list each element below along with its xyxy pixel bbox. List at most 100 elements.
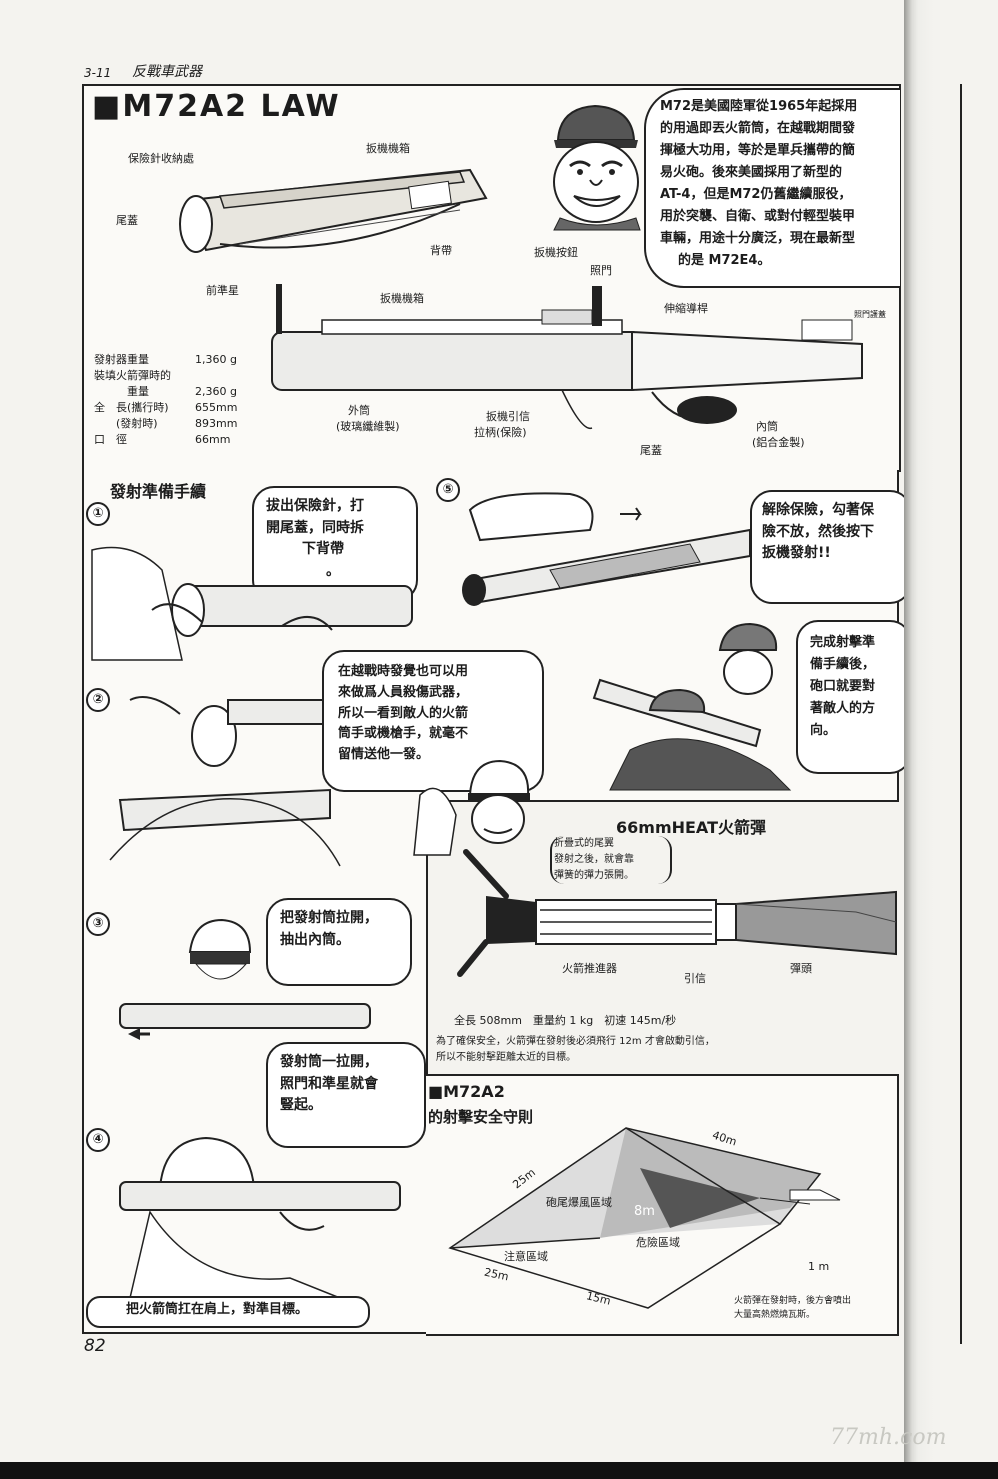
bubble-line: 向。 <box>810 723 837 739</box>
bubble-step4-text: 把火箭筒扛在肩上，對準目標。 <box>126 1302 309 1317</box>
intro-line: 易火砲。後來美國採用了新型的 <box>660 165 843 180</box>
bubble-line: 留情送他一發。 <box>338 747 430 763</box>
step2-illustration <box>109 696 341 867</box>
label-inner-tube-note: (鋁合金製) <box>752 436 805 449</box>
note-line: 發射之後，就會靠 <box>554 854 634 865</box>
label-telescoping-rod: 伸縮導桿 <box>664 302 708 315</box>
label-front-sight: 前準星 <box>206 284 239 297</box>
step-number: ① <box>86 502 110 526</box>
heat-rocket-illustration <box>457 849 897 977</box>
label-danger: 危險區域 <box>636 1236 680 1249</box>
bubble-line: 在越戰時發覺也可以用 <box>338 664 469 679</box>
label-trigger-pull-note: 拉柄(保險) <box>474 426 527 439</box>
label-outer-tube: 外筒 <box>348 404 370 417</box>
step1-illustration <box>91 546 413 661</box>
bubble-line: 豎起。 <box>280 1097 322 1114</box>
backblast-note: 火箭彈在發射時，後方會噴出 大量高熱燃燒瓦斯。 <box>734 1294 851 1322</box>
safety-zone-diagram <box>448 1127 841 1309</box>
bubble-line: 所以一看到敵人的火箭 <box>338 705 469 721</box>
adjacent-page-border <box>960 84 998 1344</box>
bubble-step3b: 發射筒一拉開， 照門和準星就會 豎起。 <box>266 1042 426 1148</box>
safety-title: ■M72A2 <box>428 1082 505 1101</box>
spec-label: 全 長(攜行時) <box>94 400 169 414</box>
bubble-line: 下背帶 <box>302 541 344 558</box>
label-trigger-pull: 扳機引信 <box>486 410 530 423</box>
spec-label: 發射器重量 <box>94 353 149 366</box>
spec-value: 893mm <box>195 416 238 430</box>
spec-label: 口 徑 <box>94 432 127 446</box>
bubble-line: 照門和準星就會 <box>280 1075 378 1092</box>
note-line: 所以不能射擊距離太近的目標。 <box>436 1052 576 1063</box>
intro-line: 用於突襲、自衛、或對付輕型裝甲 <box>660 209 856 224</box>
label-trigger-housing-top: 扳機機箱 <box>366 142 410 155</box>
label-inner-tube: 內筒 <box>756 420 778 433</box>
step-number: ② <box>86 688 110 712</box>
bubble-line: 完成射擊準 <box>810 635 876 650</box>
spec-value: 66mm <box>195 432 231 446</box>
section-number: 3-11 <box>84 66 112 80</box>
bubble-line: 險不放，然後按下 <box>762 523 874 540</box>
bubble-line: 扳機發射!! <box>762 545 831 562</box>
label-sling: 背帶 <box>430 244 452 257</box>
spec-row: (發射時)893mm <box>94 416 241 432</box>
bubble-line: 筒手或機槍手，就毫不 <box>338 726 469 742</box>
label-pin-storage: 保險針收納處 <box>128 152 194 165</box>
spec-value: 1,360 g <box>195 353 237 366</box>
label-motor: 火箭推進器 <box>562 962 617 975</box>
bubble-line: 開尾蓋，同時拆 <box>266 519 364 536</box>
label-fuze: 引信 <box>684 972 706 985</box>
bubble-line: 來做爲人員殺傷武器， <box>338 684 469 700</box>
launcher-firing-illustration <box>271 284 863 430</box>
step-number: ③ <box>86 912 110 936</box>
label-8m: 8m <box>634 1204 655 1219</box>
bubble-line: 拔出保險針，打 <box>266 498 364 514</box>
heat-stats: 全長 508mm 重量約 1 kg 初速 145m/秒 <box>454 1014 677 1027</box>
bubble-complete: 完成射擊準 備手續後， 砲口就要對 著敵人的方 向。 <box>796 620 912 774</box>
intro-line: 的是 M72E4。 <box>678 253 771 268</box>
bubble-line: 備手續後， <box>810 657 876 673</box>
heat-safety-note: 為了確保安全，火箭彈在發射後必須飛行 12m 才會啟動引信， 所以不能射擊距離太… <box>436 1034 715 1066</box>
fin-note: 折疊式的尾翼 發射之後，就會靠 彈簧的彈力張開。 <box>554 836 634 884</box>
prep-title: 發射準備手續 <box>110 482 207 501</box>
launcher-carry-illustration <box>179 168 488 253</box>
label-end-cap: 尾蓋 <box>116 214 138 227</box>
note-line: 為了確保安全，火箭彈在發射後必須飛行 12m 才會啟動引信， <box>436 1036 715 1047</box>
intro-line: 車輛，用途十分廣泛，現在最新型 <box>660 231 856 246</box>
spec-value <box>175 368 241 384</box>
bubble-line: 發射筒一拉開， <box>280 1054 378 1070</box>
step4-illustration <box>119 1136 401 1299</box>
intro-text: M72是美國陸軍從1965年起採用 的用過即丟火箭筒，在越戰期間發 揮極大功用，… <box>660 96 857 272</box>
intro-line: 的用過即丟火箭筒，在越戰期間發 <box>660 121 856 136</box>
intro-line: M72是美國陸軍從1965年起採用 <box>660 99 858 114</box>
spec-row: 口 徑 66mm <box>94 432 241 448</box>
safety-subtitle: 的射擊安全守則 <box>428 1108 534 1126</box>
intro-line: 揮極大功用，等於是單兵攜帶的簡 <box>660 143 856 158</box>
helmet-soldier-illustration <box>413 759 530 856</box>
step5-illustration <box>462 492 751 606</box>
label-warhead: 彈頭 <box>790 962 812 975</box>
bubble-step5: 解除保險，勾著保 險不放，然後按下 扳機發射!! <box>750 490 912 604</box>
step3-illustration <box>119 918 371 1040</box>
spec-value: 655mm <box>195 400 238 414</box>
note-line: 彈簧的彈力張開。 <box>554 870 634 881</box>
page-number: 82 <box>84 1336 106 1356</box>
label-rear-sight-cover: 照門護蓋 <box>854 310 886 319</box>
label-trigger-housing: 扳機機箱 <box>380 292 424 305</box>
heat-title: 66mmHEAT火箭彈 <box>616 818 766 837</box>
label-1m: 1 m <box>808 1260 830 1273</box>
intro-bubble <box>644 88 900 288</box>
fin-note-bubble <box>550 836 672 884</box>
spec-row: 全 長(攜行時) 655mm <box>94 400 241 416</box>
bubble-step3: 把發射筒拉開， 抽出內筒。 <box>266 898 412 986</box>
intro-line: AT-4，但是M72仍舊繼續服役， <box>660 187 852 202</box>
label-rear-sight: 照門 <box>590 264 612 277</box>
firing-soldiers-illustration <box>592 622 792 791</box>
note-line: 折疊式的尾翼 <box>554 838 614 849</box>
spec-row: 裝填火箭彈時的 <box>94 368 241 384</box>
bubble-step1: 拔出保險針，打 開尾蓋，同時拆 下背帶 。 <box>252 486 418 602</box>
note-line: 大量高熱燃燒瓦斯。 <box>734 1310 816 1320</box>
label-trigger-button: 扳機按鈕 <box>534 246 578 259</box>
bubble-line: 著敵人的方 <box>810 701 876 717</box>
